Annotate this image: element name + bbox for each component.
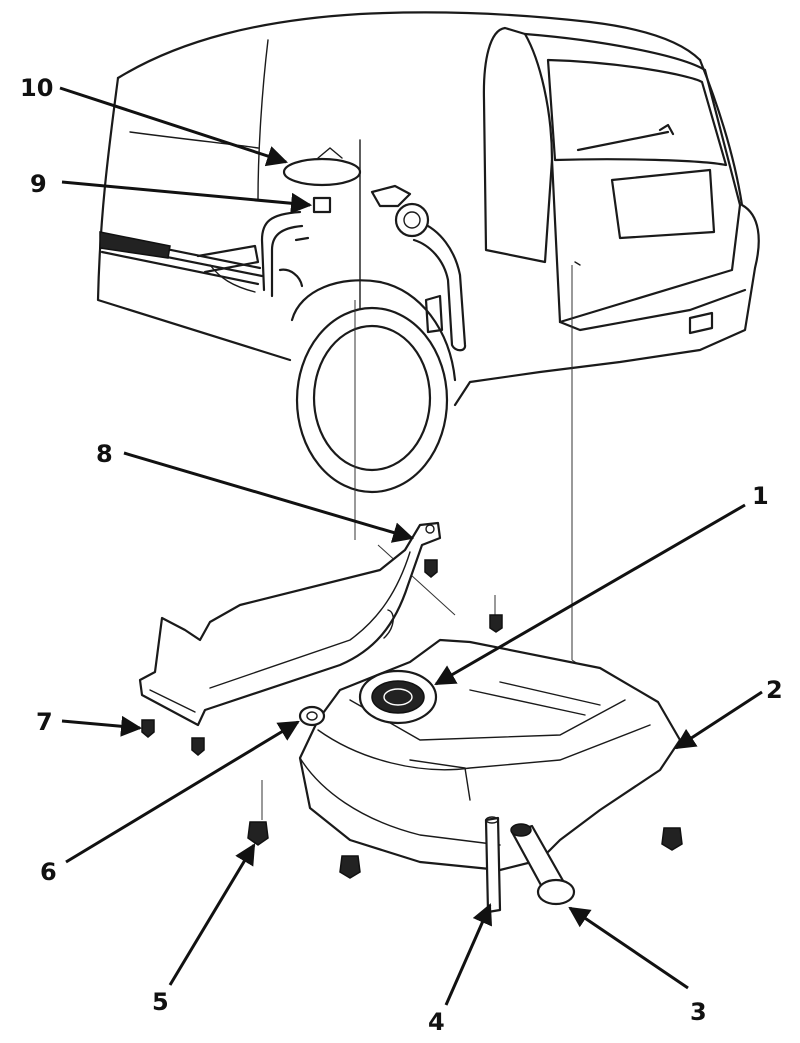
- callout-label-5: 5: [152, 988, 169, 1016]
- leader-9: [61, 180, 313, 214]
- vehicle-rear-illustration: [96, 11, 760, 494]
- callout-label-6: 6: [40, 858, 57, 886]
- callout-label-10: 10: [20, 74, 53, 102]
- callout-labels: 10 9 8 1 2 7 6 5 4 3: [20, 74, 783, 1036]
- leader-10: [59, 86, 288, 167]
- leader-6: [65, 720, 300, 864]
- leader-2: [674, 690, 763, 750]
- callout-label-2: 2: [766, 676, 783, 704]
- callout-label-4: 4: [428, 1008, 445, 1036]
- fuel-tank-shield: [138, 521, 442, 756]
- callout-label-1: 1: [752, 482, 769, 510]
- fuel-tank: [247, 614, 683, 914]
- leader-5: [168, 843, 256, 986]
- leader-1: [434, 503, 746, 686]
- callout-label-8: 8: [96, 440, 113, 468]
- callout-leaders: [59, 86, 763, 1006]
- leader-7: [61, 715, 143, 737]
- callout-label-9: 9: [30, 170, 47, 198]
- callout-label-3: 3: [690, 998, 707, 1026]
- callout-label-7: 7: [36, 708, 53, 736]
- leader-4: [444, 903, 492, 1006]
- leader-8: [123, 451, 415, 543]
- leader-3: [568, 906, 689, 990]
